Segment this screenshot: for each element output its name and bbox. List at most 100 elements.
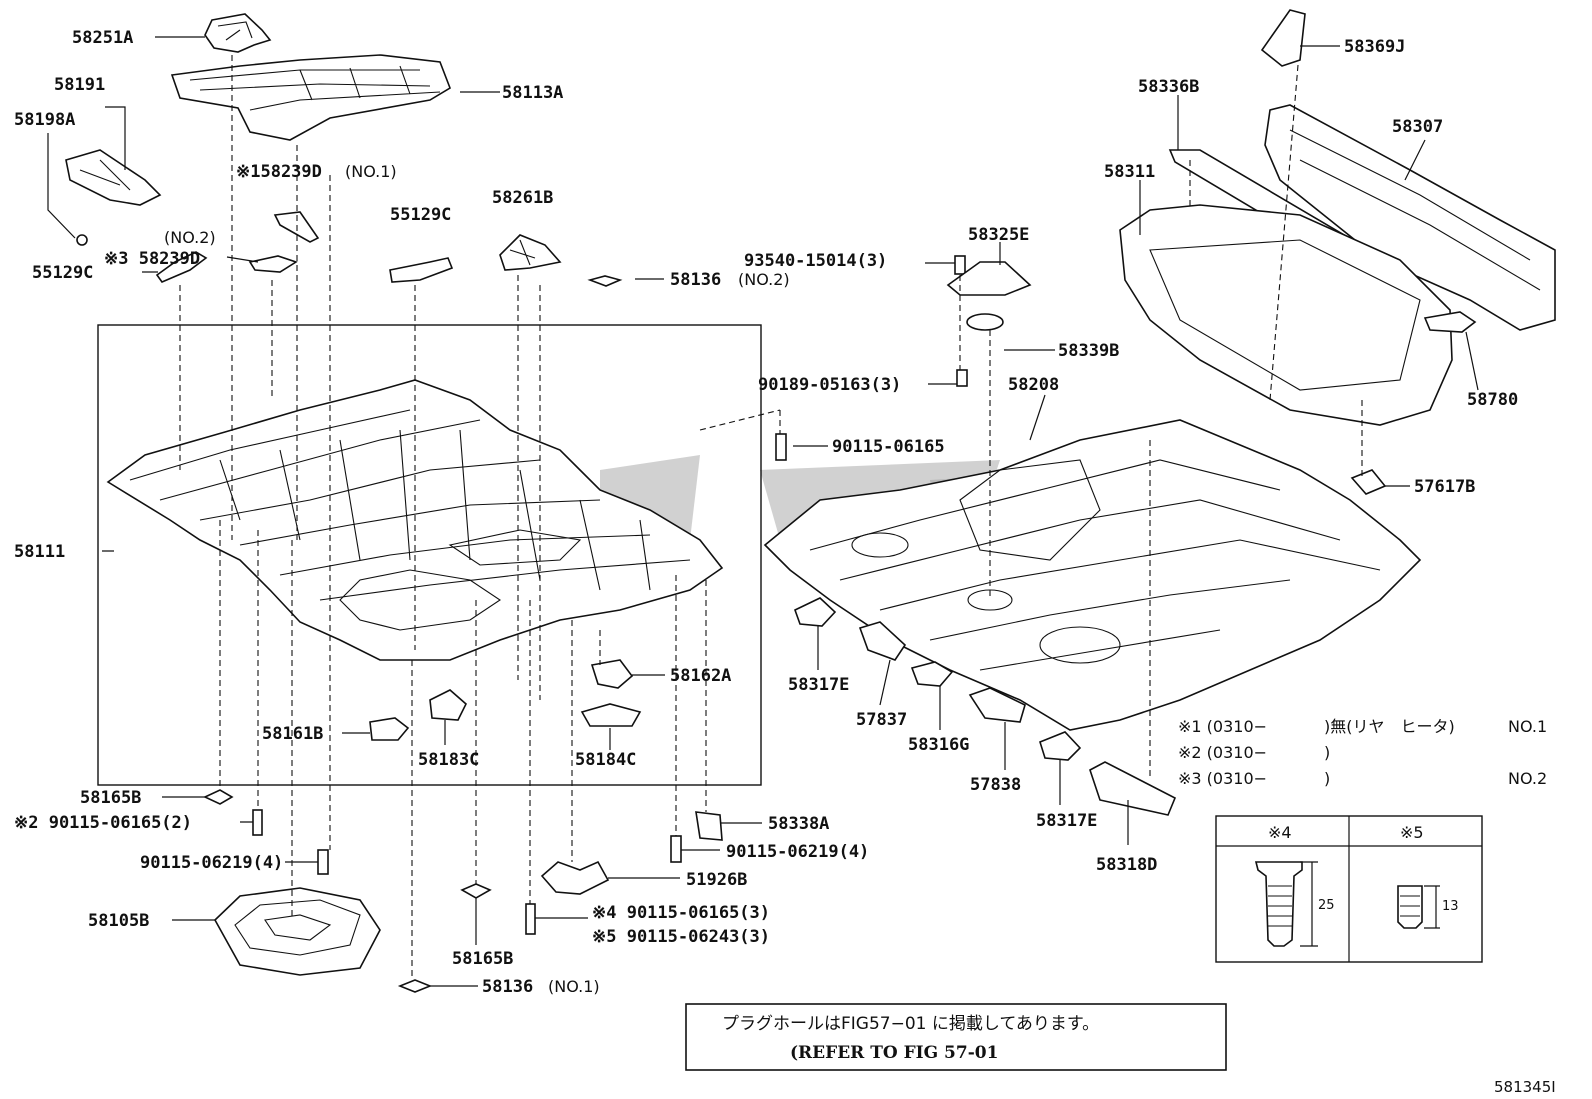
part-57838 xyxy=(968,687,1026,723)
label-58780: 58780 xyxy=(1467,390,1518,410)
label-58165B-left: 58165B xyxy=(80,788,141,808)
label-58113A: 58113A xyxy=(502,83,563,103)
label-58239D-no2: ※3 58239D xyxy=(104,249,200,269)
label-58105B: 58105B xyxy=(88,911,149,931)
part-58261B xyxy=(499,234,562,271)
part-58183C xyxy=(429,689,467,721)
part-58317E-b xyxy=(1039,731,1082,761)
label-58183C: 58183C xyxy=(418,750,479,770)
table-header-4: ※4 xyxy=(1268,823,1292,842)
bolt-90115-06219-4-left xyxy=(317,849,329,875)
part-58161B xyxy=(369,717,410,741)
part-51926B xyxy=(540,860,610,895)
part-58105B xyxy=(214,887,381,976)
part-58338A xyxy=(695,811,723,841)
reference-box: プラグホールはFIG57−01 に掲載してあります。 (REFER TO FIG… xyxy=(685,1003,1227,1071)
note-1-mark: ※1 (0310− xyxy=(1178,717,1267,736)
part-58239D-no2 xyxy=(248,255,298,273)
part-58339B xyxy=(966,313,1004,331)
label-90115-06219-4-left: 90115-06219(4) xyxy=(140,853,283,873)
label-58251A: 58251A xyxy=(72,28,133,48)
part-57617B xyxy=(1350,469,1387,495)
part-58318D xyxy=(1089,761,1177,816)
part-57837 xyxy=(858,621,907,661)
table-header-5: ※5 xyxy=(1400,823,1424,842)
label-58136-no2-suffix: (NO.2) xyxy=(738,270,790,289)
label-58336B: 58336B xyxy=(1138,77,1199,97)
label-58165B-bottom: 58165B xyxy=(452,949,513,969)
label-58325E: 58325E xyxy=(968,225,1029,245)
clip-5-dimension: 13 xyxy=(1442,899,1459,914)
part-58311 xyxy=(1119,204,1453,426)
label-57837: 57837 xyxy=(856,710,907,730)
label-58318D: 58318D xyxy=(1096,855,1157,875)
bolt-90189-05163 xyxy=(956,369,968,387)
part-58136-no1 xyxy=(397,979,433,993)
note-3-no: NO.2 xyxy=(1508,769,1547,788)
label-58136-no1-suffix: (NO.1) xyxy=(548,977,600,996)
rear-floor-group xyxy=(699,9,1556,845)
label-58198A: 58198A xyxy=(14,110,75,130)
label-58239D-no1: ※158239D xyxy=(236,162,322,182)
part-58136-no2 xyxy=(587,275,623,287)
label-58208: 58208 xyxy=(1008,375,1059,395)
label-57617B: 57617B xyxy=(1414,477,1475,497)
clip-4-drawing xyxy=(1254,861,1303,947)
figure-id: 581345I xyxy=(1494,1078,1556,1096)
label-58261B: 58261B xyxy=(492,188,553,208)
label-90115-06219-4-right: 90115-06219(4) xyxy=(726,842,869,862)
assembly-frame-58111 xyxy=(97,324,762,786)
part-58369J xyxy=(1260,9,1306,67)
clip-4-dimension: 25 xyxy=(1318,898,1335,913)
label-58111: 58111 xyxy=(14,542,65,562)
part-58307 xyxy=(1264,104,1556,331)
label-51926B: 51926B xyxy=(686,870,747,890)
part-58208-rear-floor xyxy=(763,419,1422,731)
part-58191 xyxy=(65,149,162,206)
note-3-mark: ※3 (0310− xyxy=(1178,769,1267,788)
part-58184C xyxy=(580,703,642,727)
note-1-no: NO.1 xyxy=(1508,717,1547,736)
label-93540-15014: 93540-15014(3) xyxy=(744,251,887,271)
part-58780 xyxy=(1423,311,1477,333)
part-58165B-left xyxy=(203,789,234,805)
label-58317E-b: 58317E xyxy=(1036,811,1097,831)
clip-5-drawing xyxy=(1397,885,1423,929)
label-90189-05163: 90189-05163(3) xyxy=(758,375,901,395)
bolt-90115-06219-4-right xyxy=(670,835,682,863)
part-55129C-left xyxy=(155,251,208,283)
label-58317E-a: 58317E xyxy=(788,675,849,695)
label-58316G: 58316G xyxy=(908,735,969,755)
label-90115-06165-3: ※4 90115-06165(3) xyxy=(592,903,770,923)
bolt-90115-06165-right xyxy=(775,433,787,461)
part-55129C-top xyxy=(389,257,454,283)
part-58165B-bottom xyxy=(460,883,492,899)
clip-size-table: ※4 ※5 25 13 xyxy=(1215,815,1483,963)
label-58369J: 58369J xyxy=(1344,37,1405,57)
note-1-text: )無(リヤ ヒータ) xyxy=(1324,717,1455,736)
label-90115-06243-3: ※5 90115-06243(3) xyxy=(592,927,770,947)
part-58198A-bolt xyxy=(76,234,88,246)
reference-line-jp: プラグホールはFIG57−01 に掲載してあります。 xyxy=(722,1014,1099,1034)
bolt-90115-06165-3 xyxy=(525,903,536,935)
reference-line-en: (REFER TO FIG 57-01 xyxy=(790,1043,998,1063)
bolt-90115-06165-2 xyxy=(252,809,263,836)
part-58316G xyxy=(910,661,954,687)
label-90115-06165-2: ※2 90115-06165(2) xyxy=(14,813,192,833)
label-58136-no1: 58136 xyxy=(482,977,533,997)
label-58239D-no2-suffix: (NO.2) xyxy=(164,228,216,247)
note-2-mark: ※2 (0310− xyxy=(1178,743,1267,762)
label-58184C: 58184C xyxy=(575,750,636,770)
label-58307: 58307 xyxy=(1392,117,1443,137)
label-58136-no2: 58136 xyxy=(670,270,721,290)
label-58161B: 58161B xyxy=(262,724,323,744)
label-58239D-no1-suffix: (NO.1) xyxy=(345,162,397,181)
label-58338A: 58338A xyxy=(768,814,829,834)
label-57838: 57838 xyxy=(970,775,1021,795)
front-floor-group xyxy=(47,13,762,993)
label-55129C-left: 55129C xyxy=(32,263,93,283)
part-58162A xyxy=(590,659,634,689)
note-3-text: ) xyxy=(1324,769,1330,788)
note-2-text: ) xyxy=(1324,743,1330,762)
